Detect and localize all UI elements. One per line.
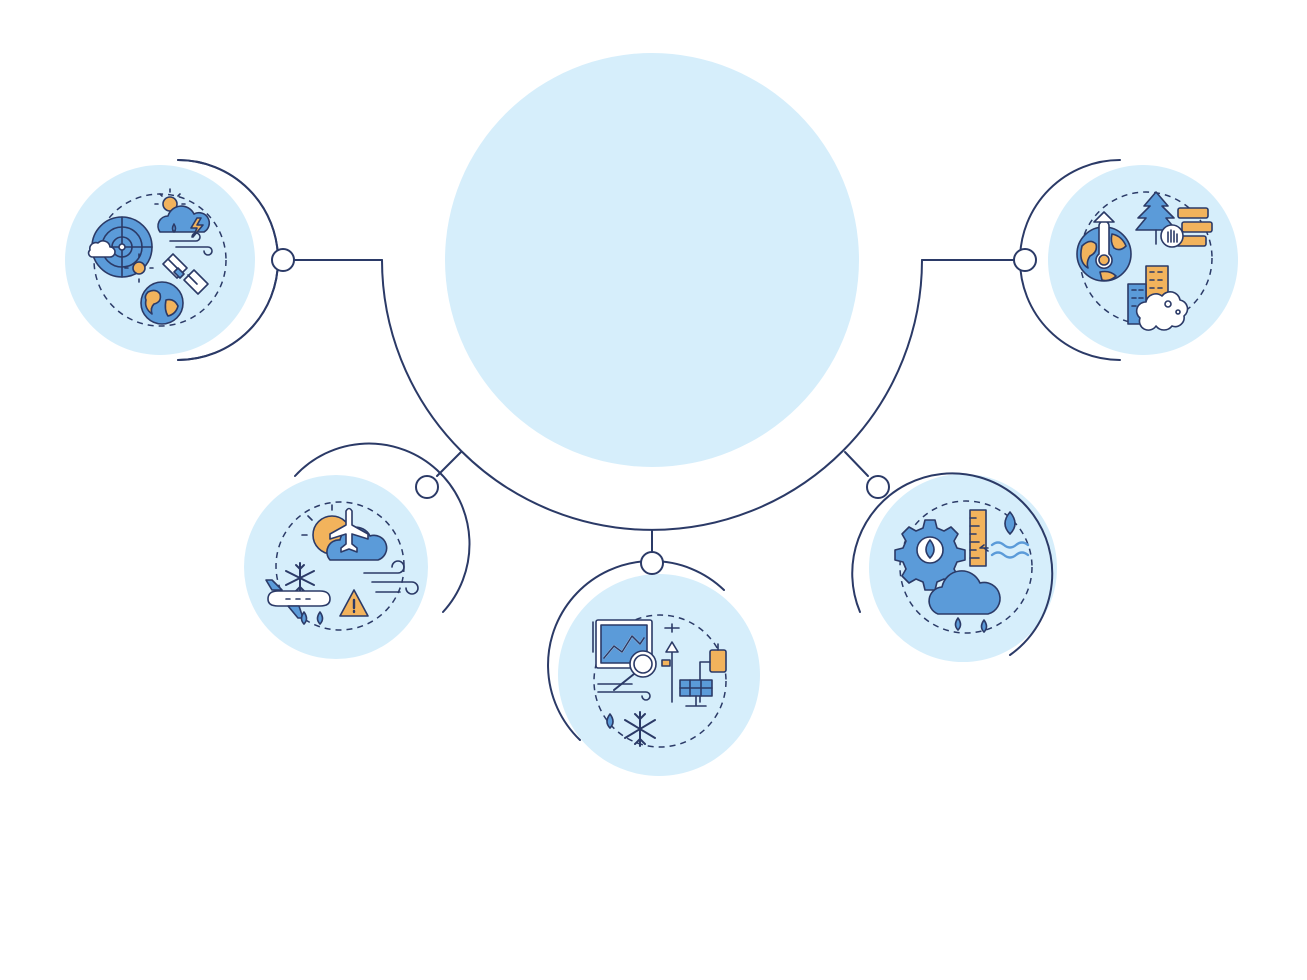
node-aviation xyxy=(244,442,471,659)
aviation-weather-icon xyxy=(265,504,419,625)
node-hydrology xyxy=(851,472,1057,662)
hydrology-icon xyxy=(894,509,1030,633)
climate-monitoring-icon xyxy=(592,619,727,747)
connector-left-low xyxy=(436,451,462,477)
weather-forecasting-icon xyxy=(87,188,213,325)
node-monitoring xyxy=(547,551,760,776)
node-climate-change xyxy=(1013,159,1238,361)
center-circle xyxy=(445,53,859,467)
node-forecasting xyxy=(65,159,295,361)
climate-change-icon xyxy=(1076,191,1213,331)
connector-right-low xyxy=(844,451,869,477)
